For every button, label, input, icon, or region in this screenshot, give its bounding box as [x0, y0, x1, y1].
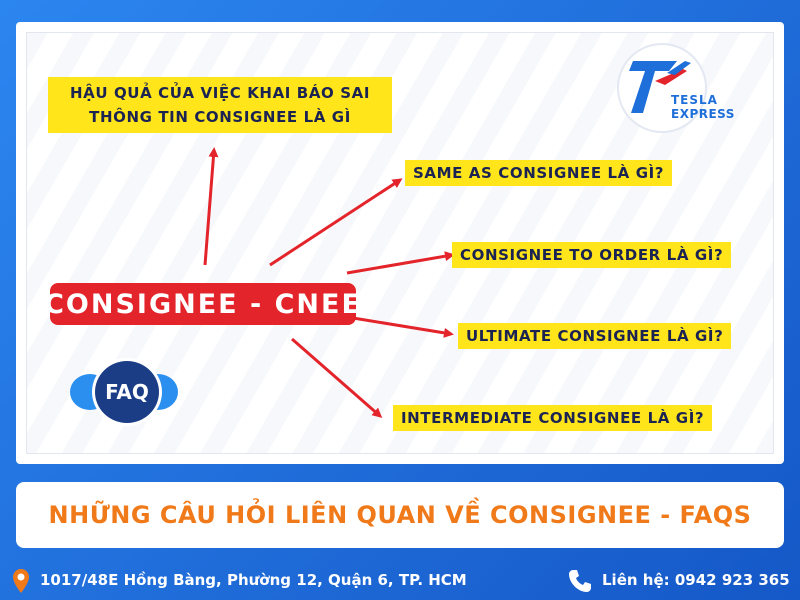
topic-consignee-to-order: CONSIGNEE TO ORDER LÀ GÌ?: [452, 242, 732, 268]
phone-icon: [569, 570, 591, 592]
topic-consequences: HẬU QUẢ CỦA VIỆC KHAI BÁO SAI THÔNG TIN …: [48, 77, 392, 133]
center-topic: CONSIGNEE - CNEE: [44, 283, 360, 325]
location-pin-icon: [13, 569, 29, 593]
footer-address: 1017/48E Hồng Bàng, Phường 12, Quận 6, T…: [40, 571, 467, 589]
footer-phone[interactable]: Liên hệ: 0942 923 365: [602, 571, 790, 589]
chat-bubbles-icon: FAQ: [70, 358, 180, 426]
topic-ultimate-consignee-label: ULTIMATE CONSIGNEE LÀ GÌ?: [466, 327, 724, 345]
topic-same-as-consignee-label: SAME AS CONSIGNEE LÀ GÌ?: [413, 164, 665, 182]
arrow-to-topic-1: [203, 147, 219, 266]
tesla-express-logo: TESLA EXPRESS: [617, 43, 743, 133]
plane-logo-icon: [629, 61, 691, 113]
topic-intermediate-consignee: INTERMEDIATE CONSIGNEE LÀ GÌ?: [393, 405, 713, 431]
topic-consignee-to-order-label: CONSIGNEE TO ORDER LÀ GÌ?: [460, 246, 724, 264]
footer-bar: 1017/48E Hồng Bàng, Phường 12, Quận 6, T…: [0, 562, 800, 600]
arrow-to-topic-2: [269, 178, 403, 267]
topic-same-as-consignee: SAME AS CONSIGNEE LÀ GÌ?: [405, 160, 673, 186]
arrow-to-topic-5: [291, 337, 383, 418]
center-topic-label: CONSIGNEE - CNEE: [44, 288, 362, 320]
faq-label: FAQ: [105, 380, 149, 404]
logo-text-tesla: TESLA: [671, 93, 718, 107]
topic-consequences-label: HẬU QUẢ CỦA VIỆC KHAI BÁO SAI THÔNG TIN …: [69, 84, 370, 126]
title-banner: NHỮNG CÂU HỎI LIÊN QUAN VỀ CONSIGNEE - F…: [16, 482, 784, 548]
faq-bubble: FAQ: [92, 358, 162, 426]
arrow-to-topic-4: [352, 316, 454, 338]
topic-ultimate-consignee: ULTIMATE CONSIGNEE LÀ GÌ?: [458, 323, 732, 349]
logo-text-express: EXPRESS: [671, 107, 735, 121]
arrow-to-topic-3: [346, 251, 455, 275]
logo-circle: [617, 43, 707, 133]
banner-title: NHỮNG CÂU HỎI LIÊN QUAN VỀ CONSIGNEE - F…: [48, 501, 752, 529]
topic-intermediate-consignee-label: INTERMEDIATE CONSIGNEE LÀ GÌ?: [401, 409, 705, 427]
